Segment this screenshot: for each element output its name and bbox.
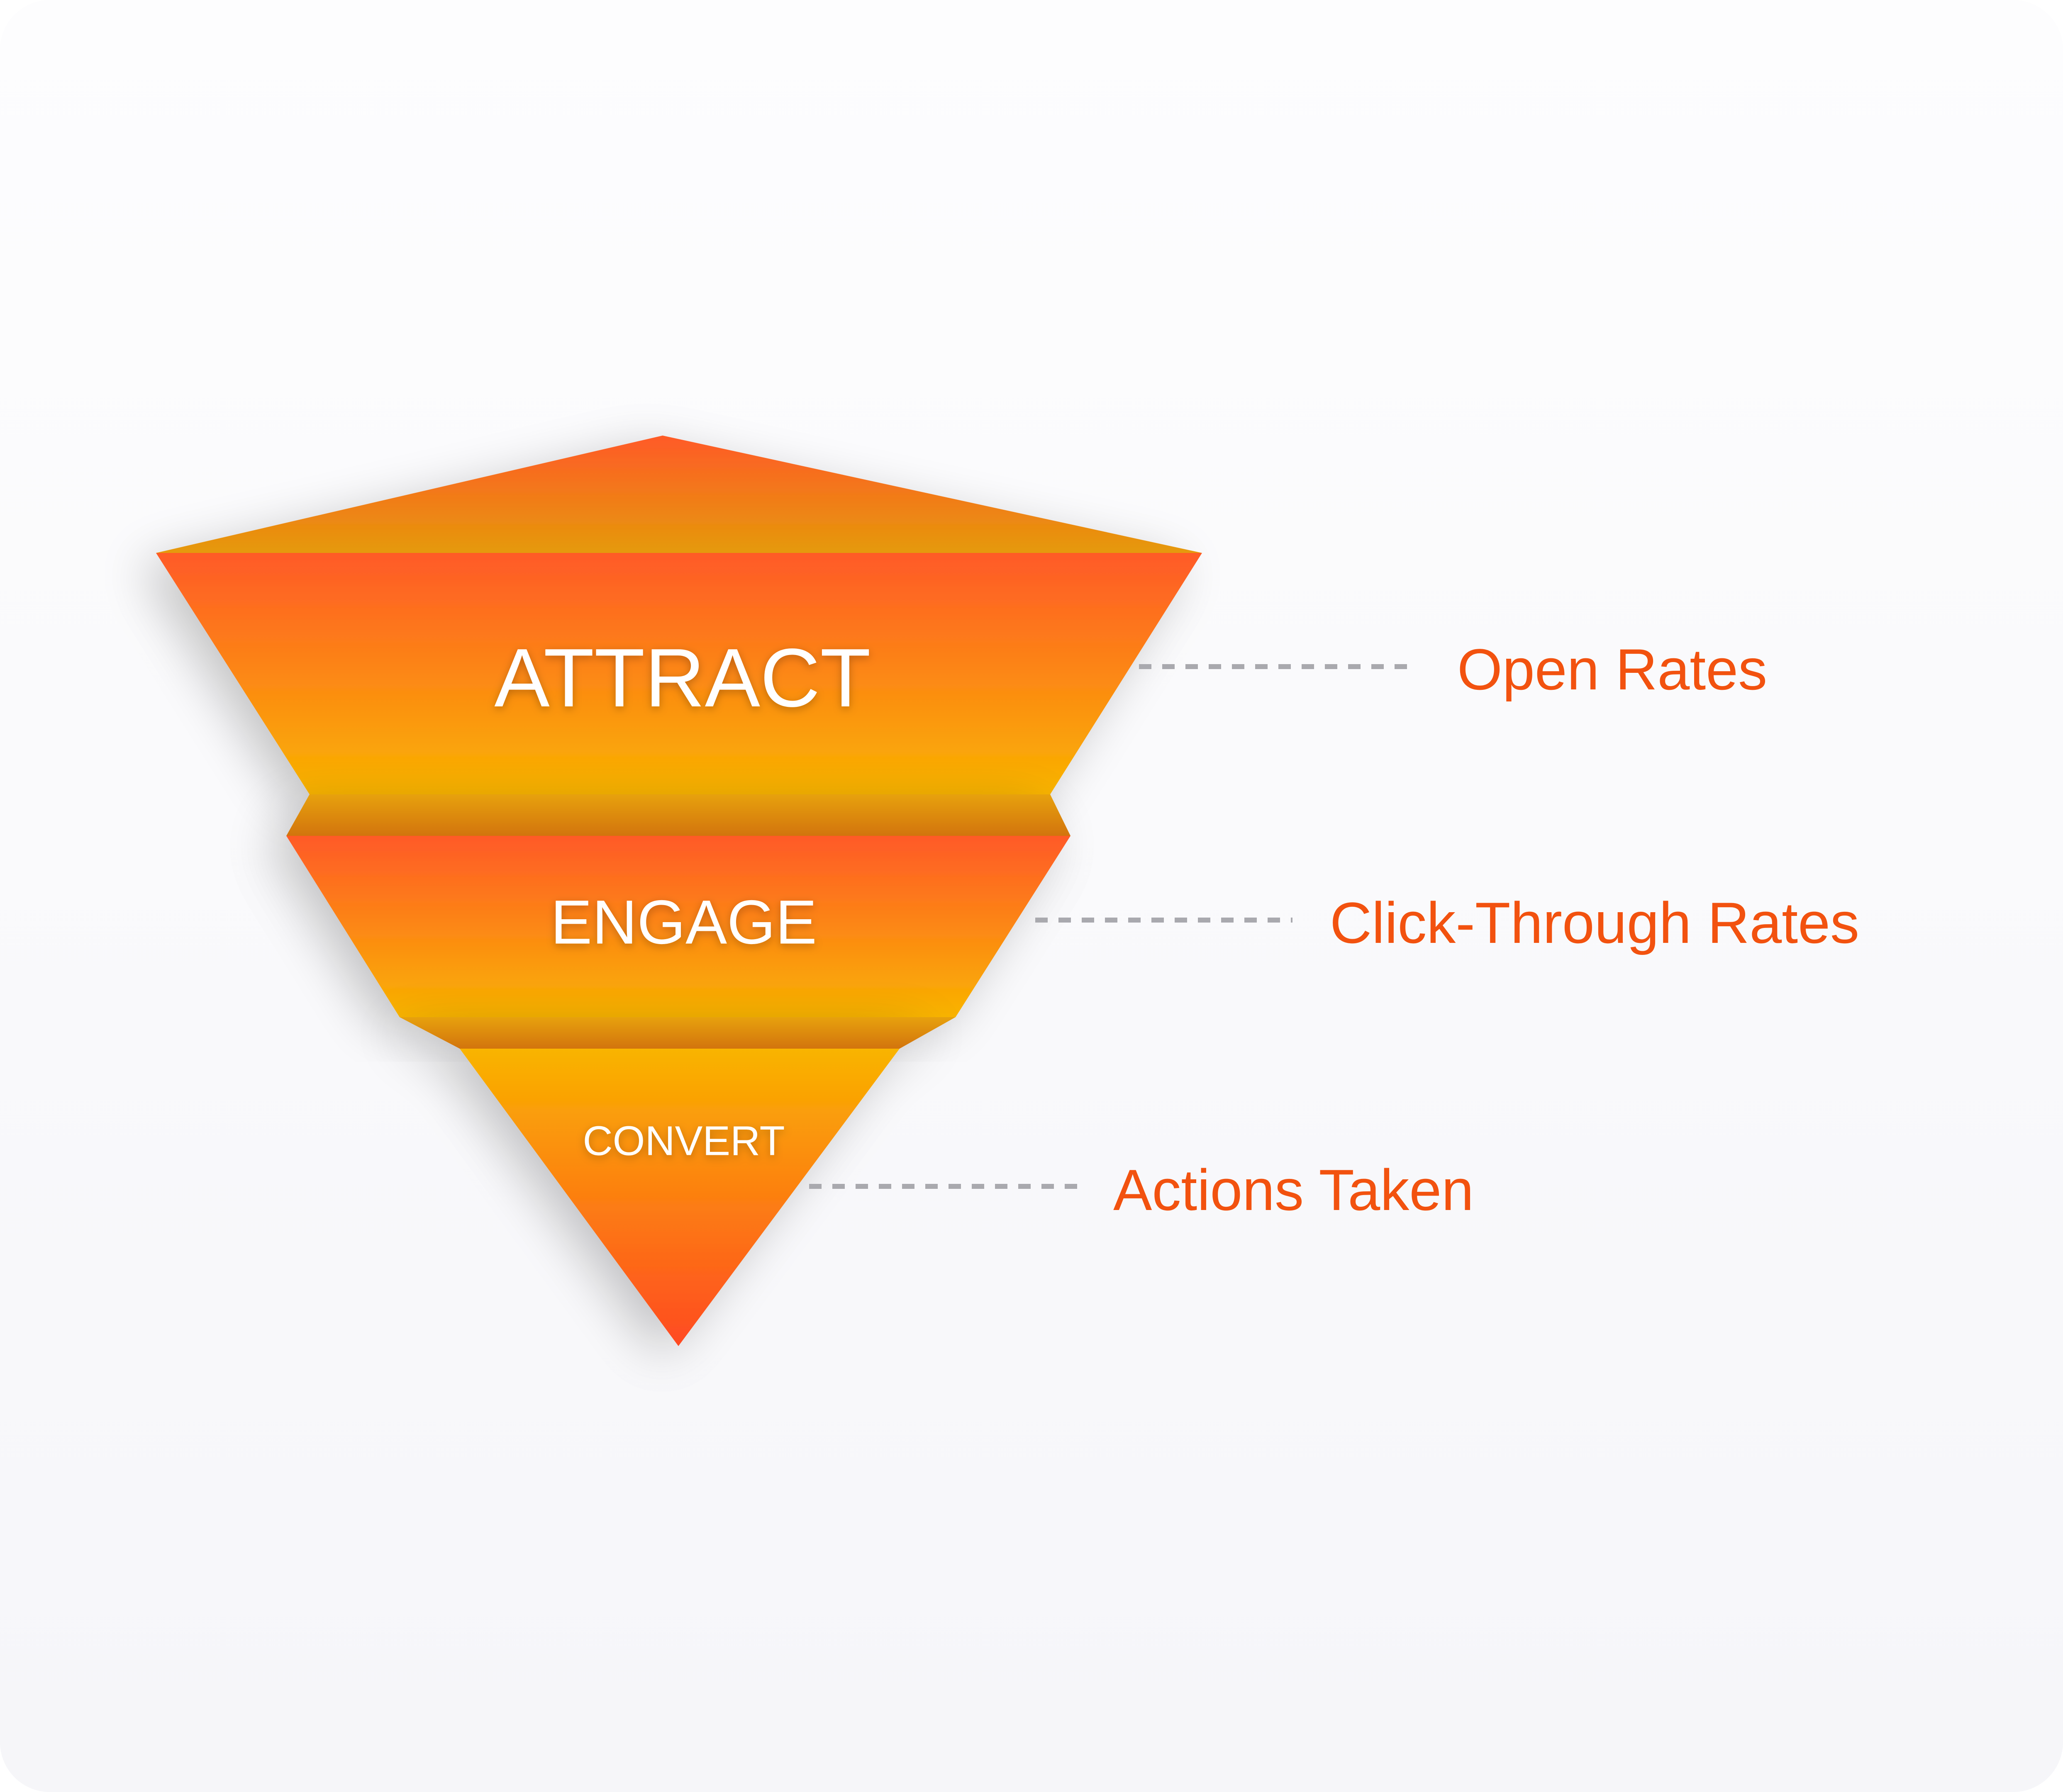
engage-rim [286, 794, 1071, 836]
funnel-stage-attract [156, 436, 1202, 794]
metric-label-click-through-rates: Click-Through Rates [1330, 890, 1859, 955]
stage-label-engage: ENGAGE [551, 887, 817, 957]
convert-rim [400, 1017, 956, 1049]
funnel-stage-engage [286, 794, 1071, 1017]
metric-label-actions-taken: Actions Taken [1113, 1157, 1474, 1222]
funnel-stage-convert [400, 1017, 956, 1346]
convert-band [460, 1049, 900, 1346]
attract-band [156, 553, 1202, 794]
engage-band [286, 836, 1071, 1017]
metric-label-open-rates: Open Rates [1457, 637, 1767, 702]
attract-rim [156, 436, 1202, 553]
stage-label-convert: CONVERT [583, 1118, 785, 1164]
stage-label-attract: ATTRACT [494, 632, 871, 724]
